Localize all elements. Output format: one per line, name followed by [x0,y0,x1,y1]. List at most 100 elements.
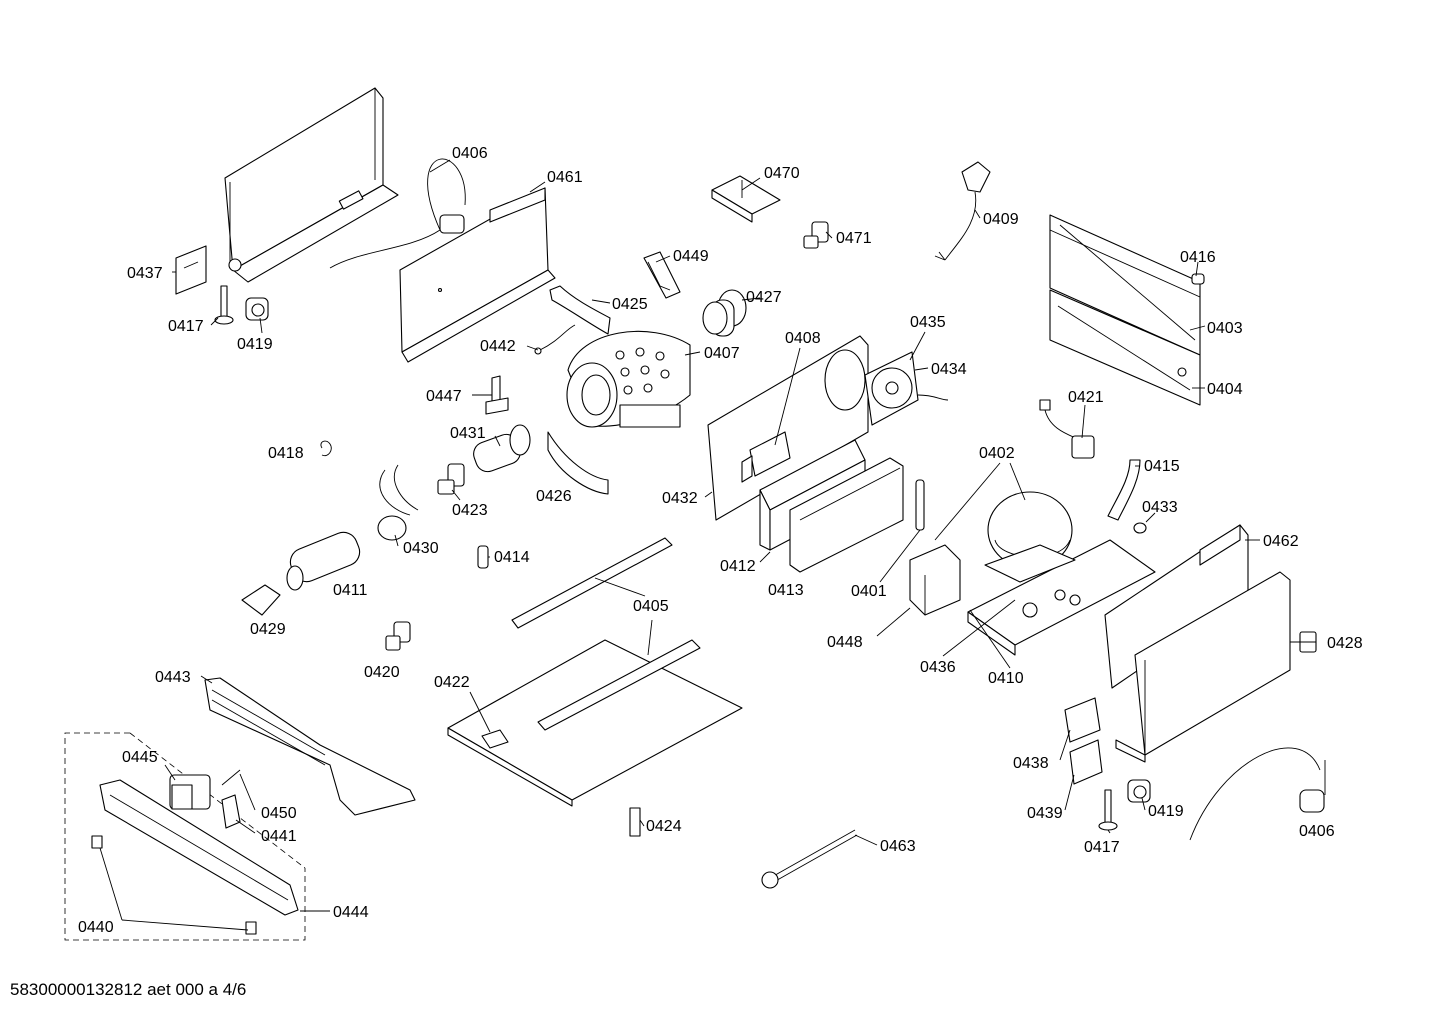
label-0416: 0416 [1180,249,1216,266]
power-cord-0409 [934,161,991,261]
fan-0434 [864,351,949,426]
label-0435: 0435 [910,314,946,331]
bracket-0439 [1069,739,1103,785]
relay-0421 [1039,399,1095,459]
capacitor-0427 [702,289,747,337]
label-0417-left: 0417 [168,318,204,335]
label-0406-bottom: 0406 [1299,823,1335,840]
label-0442: 0442 [480,338,516,355]
foot-0419-left [245,297,269,321]
screw-0417-right [1098,789,1118,831]
drawer-0413 [789,457,904,573]
rail-0405-top [511,537,673,629]
motor-0430 [377,464,419,541]
label-0463: 0463 [880,838,916,855]
label-0450: 0450 [261,805,297,822]
label-0433: 0433 [1142,499,1178,516]
label-0440: 0440 [78,919,114,936]
hose-0463 [761,829,858,889]
label-0419-right: 0419 [1148,803,1184,820]
bracket-0425 [549,285,611,335]
document-footer: 58300000132812 aet 000 a 4/6 [10,980,247,999]
grille-0444 [99,779,299,916]
wire-0442 [534,324,576,355]
label-0425: 0425 [612,296,648,313]
label-0415: 0415 [1144,458,1180,475]
label-0418: 0418 [268,445,304,462]
clip-0418 [320,440,332,457]
panel-rear-right [1115,571,1291,763]
pin-0450 [221,769,241,786]
valve-0423 [437,463,465,495]
label-0445: 0445 [122,749,158,766]
label-0447: 0447 [426,388,462,405]
clip-0437 [175,245,207,295]
label-0413: 0413 [768,582,804,599]
dryer-0401 [915,479,925,531]
label-0403: 0403 [1207,320,1243,337]
label-0410: 0410 [988,670,1024,687]
compressor-0402 [984,491,1076,583]
label-0419-left: 0419 [237,336,273,353]
screw-0417-left [214,285,234,325]
grille-0443 [204,677,416,816]
label-0402: 0402 [979,445,1015,462]
label-0412: 0412 [720,558,756,575]
label-0432: 0432 [662,490,698,507]
clip-0447 [485,375,509,415]
label-0411: 0411 [333,582,368,599]
panel-0462 [1104,524,1249,689]
fan-housing-0407 [566,330,691,428]
label-0408: 0408 [785,330,821,347]
sensor-cable-0406-right [1189,747,1326,841]
panel-0403 [1049,214,1201,356]
label-0443: 0443 [155,669,191,686]
rear-bracket-left [224,87,466,283]
label-0431: 0431 [450,425,486,442]
label-0421: 0421 [1068,389,1104,406]
bracket-0470 [711,175,781,223]
callout-labels: 0406 0461 0470 0471 0409 0416 0403 0404 … [78,145,1363,936]
label-0436: 0436 [920,659,956,676]
label-0401: 0401 [851,583,887,600]
fan-housing-holes [615,347,670,395]
duct-0445 [169,774,211,810]
inset-box [64,732,306,941]
socket-0429 [241,584,281,616]
panel-0404 [1049,289,1201,406]
label-0430: 0430 [403,540,439,557]
label-0428: 0428 [1327,635,1363,652]
leader-lines [99,159,1316,931]
tab-0440 [91,835,257,935]
label-0409: 0409 [983,211,1019,228]
label-0470: 0470 [764,165,800,182]
label-0406-top: 0406 [452,145,488,162]
foot-0419-right [1127,779,1151,803]
label-0444: 0444 [333,904,369,921]
grommet-0433 [1133,522,1147,534]
label-0437: 0437 [127,265,163,282]
label-0427: 0427 [746,289,782,306]
label-0471: 0471 [836,230,872,247]
valve-0471 [803,221,829,249]
bracket-0438 [1064,697,1101,743]
board-0432 [707,335,869,521]
label-0414: 0414 [494,549,530,566]
label-0424: 0424 [646,818,682,835]
valve-0420 [385,621,411,651]
shroud-0426 [547,431,609,495]
label-0439: 0439 [1027,805,1063,822]
panel-0461 [399,187,556,363]
label-0441: 0441 [261,828,297,845]
label-0434: 0434 [931,361,967,378]
tray-0422 [447,639,743,807]
label-0423: 0423 [452,502,488,519]
label-0422: 0422 [434,674,470,691]
label-0462: 0462 [1263,533,1299,550]
bracket-0441 [221,794,241,829]
label-0417-right: 0417 [1084,839,1120,856]
label-0407: 0407 [704,345,740,362]
label-0448: 0448 [827,634,863,651]
label-0404: 0404 [1207,381,1243,398]
